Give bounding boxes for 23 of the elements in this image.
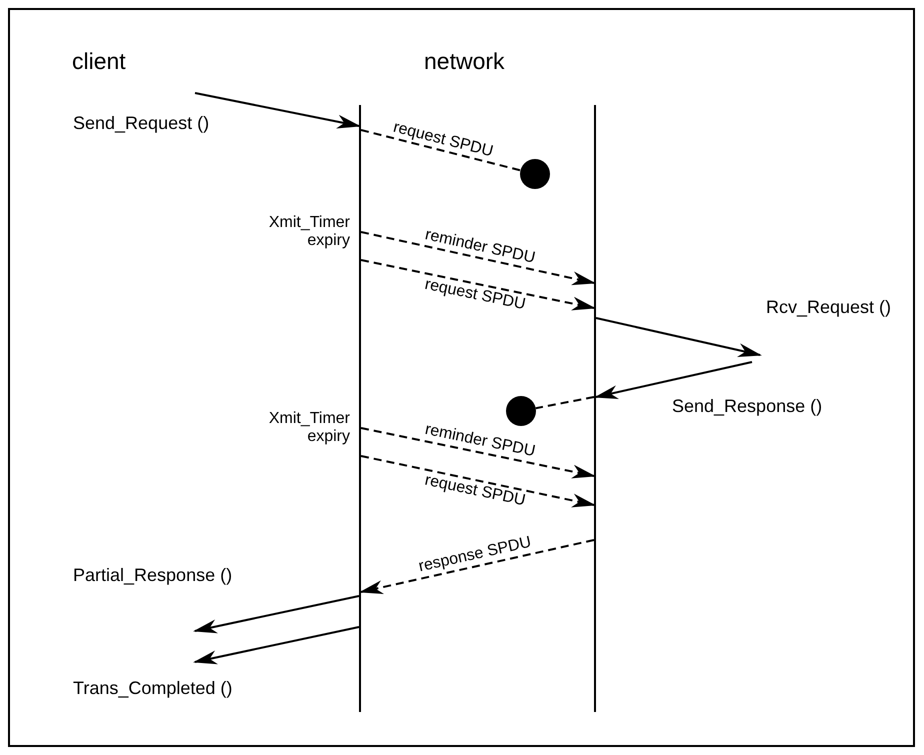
dashed-message-arrow (360, 427, 596, 478)
event-label: Send_Request () (73, 113, 210, 134)
lost-message-dot (520, 159, 550, 189)
message-arrow (194, 92, 361, 129)
event-label: Rcv_Request () (766, 297, 892, 318)
dashed-message-arrow (360, 455, 596, 508)
dashed-message-arrow (360, 231, 596, 286)
dashed-message-arrow (360, 259, 596, 310)
event-label: Partial_Response () (73, 565, 232, 586)
lost-message-dot (506, 396, 536, 426)
event-label: Send_Response () (672, 396, 822, 417)
event-label: Xmit_Timer expiry (268, 214, 350, 251)
lane-heading: client (72, 48, 126, 74)
lifeline (594, 105, 596, 712)
message-arrow (193, 595, 360, 634)
lane-heading: network (424, 48, 505, 74)
dashed-message-arrow (359, 539, 594, 594)
event-label: Trans_Completed () (73, 678, 232, 699)
message-arrow (594, 361, 752, 400)
lifeline (359, 105, 361, 712)
event-label: Xmit_Timer expiry (268, 410, 350, 447)
message-arrow (193, 626, 360, 664)
message-arrow (596, 317, 762, 357)
